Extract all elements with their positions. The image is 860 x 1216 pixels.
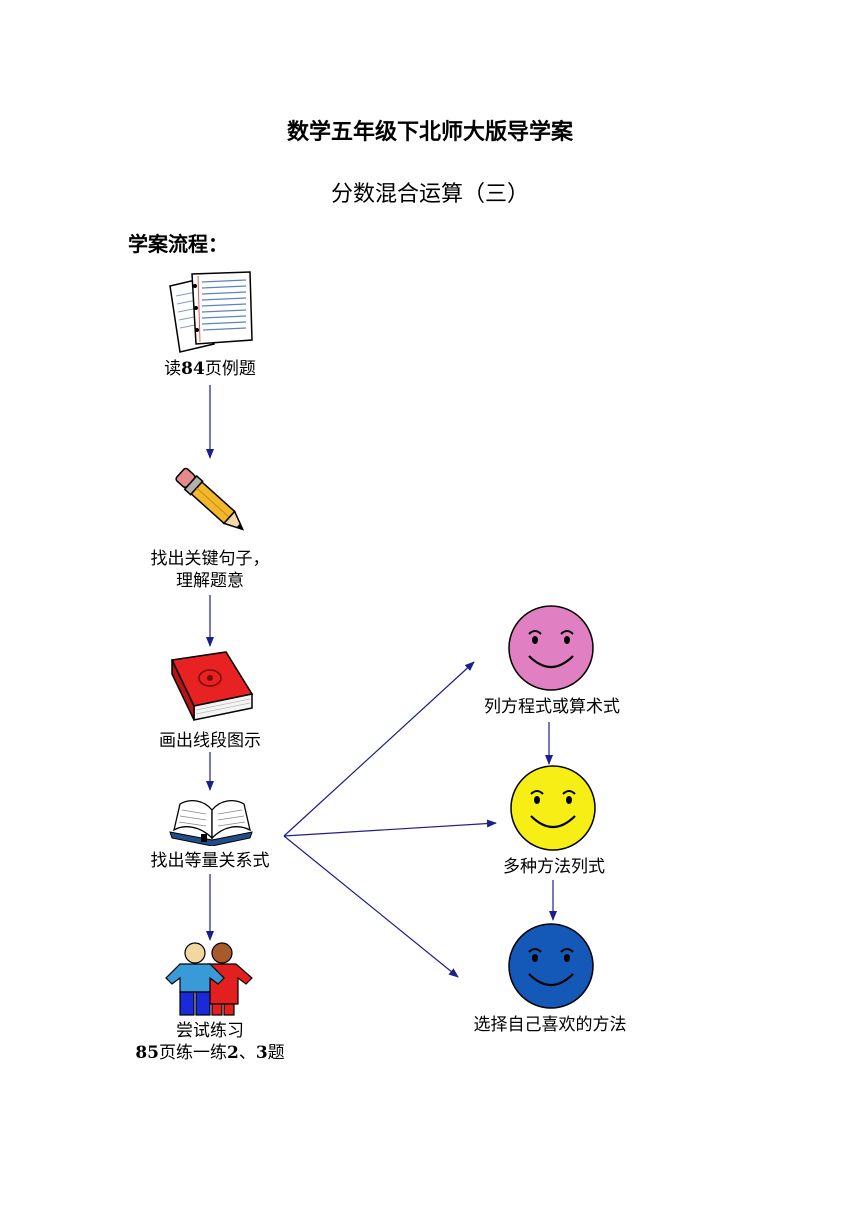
step-2-caption: 找出关键句子，理解题意 [150, 549, 270, 591]
paper-sheets-icon [169, 271, 253, 353]
two-people-icon [165, 942, 253, 1016]
step-4-caption: 找出等量关系式 [150, 851, 270, 871]
flow-label: 学案流程： [128, 232, 228, 256]
page-title: 数学五年级下北师大版导学案 [286, 120, 573, 145]
pencil-icon [175, 467, 245, 531]
page-subtitle: 分数混合运算（三） [330, 182, 529, 207]
method-3-caption: 选择自己喜欢的方法 [473, 1015, 627, 1035]
open-book-icon [169, 799, 253, 846]
step-3-caption: 画出线段图示 [159, 731, 261, 751]
method-1-caption: 列方程式或算术式 [484, 697, 620, 717]
step-1-caption: 读84页例题 [164, 359, 256, 379]
arrow-to-method-2 [283, 819, 497, 837]
yellow-smiley-icon [510, 765, 596, 851]
arrow-to-method-3 [283, 835, 459, 978]
blue-smiley-icon [508, 923, 594, 1009]
red-book-icon [170, 651, 254, 721]
arrow-to-method-1 [283, 661, 475, 837]
pink-smiley-icon [508, 605, 594, 691]
method-2-caption: 多种方法列式 [503, 857, 605, 877]
